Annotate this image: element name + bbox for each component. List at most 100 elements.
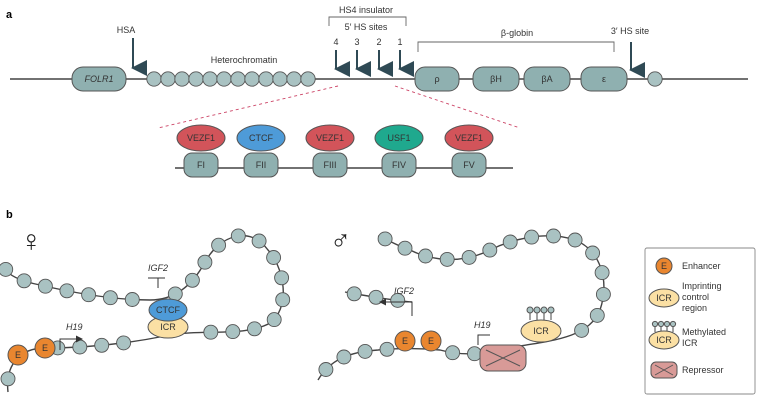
gene-beta-h: βH: [472, 66, 520, 92]
vezf1-label: VEZF1: [187, 133, 215, 143]
vezf1-protein: [305, 124, 355, 152]
nucleosome: [116, 335, 132, 351]
female-igf2-label: IGF2: [148, 263, 168, 273]
vezf1-label: VEZF1: [316, 133, 344, 143]
nucleosome: [275, 292, 291, 308]
male-enhancer-label: E: [428, 336, 434, 346]
nucleosome: [251, 233, 267, 249]
nucleosome: [102, 290, 118, 306]
usf1-label: USF1: [387, 133, 410, 143]
male-igf2-arrow: [379, 298, 413, 316]
gene-epsilon-label: ε: [602, 74, 606, 84]
nucleosome: [266, 312, 282, 328]
nucleosome: [445, 345, 461, 361]
male-h19-tss: [477, 334, 490, 345]
female-h19-arrow: [59, 335, 83, 350]
nucleosome: [574, 322, 590, 338]
vezf1-protein: [444, 124, 494, 152]
gene-rho-label: ρ: [434, 74, 439, 84]
nucleosome: [461, 249, 477, 265]
nucleosome-3prime: [647, 71, 663, 87]
gene-beta-a-label: βA: [541, 74, 552, 84]
female-enhancer-label: E: [15, 350, 21, 360]
male-igf2-label: IGF2: [394, 286, 414, 296]
male-enhancer-label: E: [402, 336, 408, 346]
legend-methylated-icon: ICR: [648, 320, 680, 350]
insulator-fii: FII CTCF: [236, 124, 286, 178]
female-icr-label: ICR: [160, 322, 176, 332]
hs4-bracket: [328, 16, 407, 26]
nucleosome: [595, 286, 611, 302]
gene-beta-a: βA: [523, 66, 571, 92]
fi-label: FI: [197, 160, 205, 170]
zoom-line-left: [157, 85, 339, 129]
fv-label: FV: [463, 160, 475, 170]
nucleosome: [274, 270, 290, 286]
panel-a-label: a: [6, 9, 13, 21]
female-enhancer-label: E: [42, 343, 48, 353]
legend-methylated-label-line1: Methylated: [682, 327, 726, 337]
legend-icr-label-line1: Imprinting: [682, 281, 722, 291]
hs3-site-label: 3′ HS site: [611, 26, 649, 36]
male-enhancer: E: [420, 330, 442, 352]
hs-sites-label: 5′ HS sites: [345, 22, 388, 32]
nucleosome: [418, 248, 433, 264]
hs-number-1: 1: [397, 37, 402, 47]
nucleosome: [397, 240, 413, 256]
female-dna-strand: [4, 234, 284, 393]
nucleosome: [197, 254, 213, 270]
male-dna-strand: [317, 235, 605, 381]
vezf1-label: VEZF1: [455, 133, 483, 143]
legend-icr-label-line2: control: [682, 292, 709, 302]
female-symbol: ♀: [20, 225, 43, 258]
female-enhancer: E: [34, 337, 56, 359]
gene-beta-h-label: βH: [490, 74, 502, 84]
nucleosome: [589, 307, 605, 323]
nucleosome: [594, 265, 610, 281]
nucleosome: [225, 324, 241, 340]
nucleosome: [390, 292, 406, 308]
nucleosome: [247, 321, 262, 337]
nucleosome: [346, 286, 362, 302]
legend-box: [644, 247, 756, 395]
beta-globin-label: β-globin: [501, 28, 533, 38]
vezf1-protein: [176, 124, 226, 152]
nucleosome: [203, 324, 219, 340]
nucleosome: [94, 337, 110, 353]
panel-b-label: b: [6, 209, 13, 221]
nucleosome: [502, 234, 518, 250]
insulator-fiii: FIII VEZF1: [305, 124, 355, 178]
nucleosome: [230, 228, 246, 244]
nucleosome: [37, 278, 53, 294]
ctcf-label: CTCF: [249, 133, 273, 143]
legend-methylated-icon-text: ICR: [656, 335, 672, 345]
female-nucleosomes: [0, 228, 291, 387]
fiv-label: FIV: [392, 160, 406, 170]
insulator-fv: FV VEZF1: [444, 124, 494, 178]
hs-arrows: [334, 50, 414, 77]
nucleosome: [124, 292, 140, 307]
nucleosome: [16, 273, 32, 289]
nucleosome: [439, 251, 455, 267]
gene-folr1: FOLR1: [71, 66, 127, 92]
female-enhancer: E: [7, 344, 29, 366]
nucleosome: [81, 287, 97, 303]
ctcf-protein: [236, 124, 286, 152]
male-h19-label: H19: [474, 320, 491, 330]
hs-number-4: 4: [333, 37, 338, 47]
legend-enhancer-icon: [655, 257, 673, 275]
female-ctcf-label: CTCF: [156, 305, 180, 315]
insulator-fi: FI VEZF1: [176, 124, 226, 178]
heterochromatin-nucleosomes: [146, 71, 316, 87]
female-h19-label: H19: [66, 322, 83, 332]
nucleosome: [211, 237, 227, 253]
gene-rho: ρ: [414, 66, 460, 92]
nucleosome: [379, 341, 395, 357]
nucleosome: [482, 242, 498, 258]
zoom-line-right: [394, 85, 521, 129]
nucleosome: [524, 229, 540, 245]
nucleosome: [567, 232, 583, 248]
male-icr-label: ICR: [533, 326, 549, 336]
usf1-protein: [374, 124, 424, 152]
